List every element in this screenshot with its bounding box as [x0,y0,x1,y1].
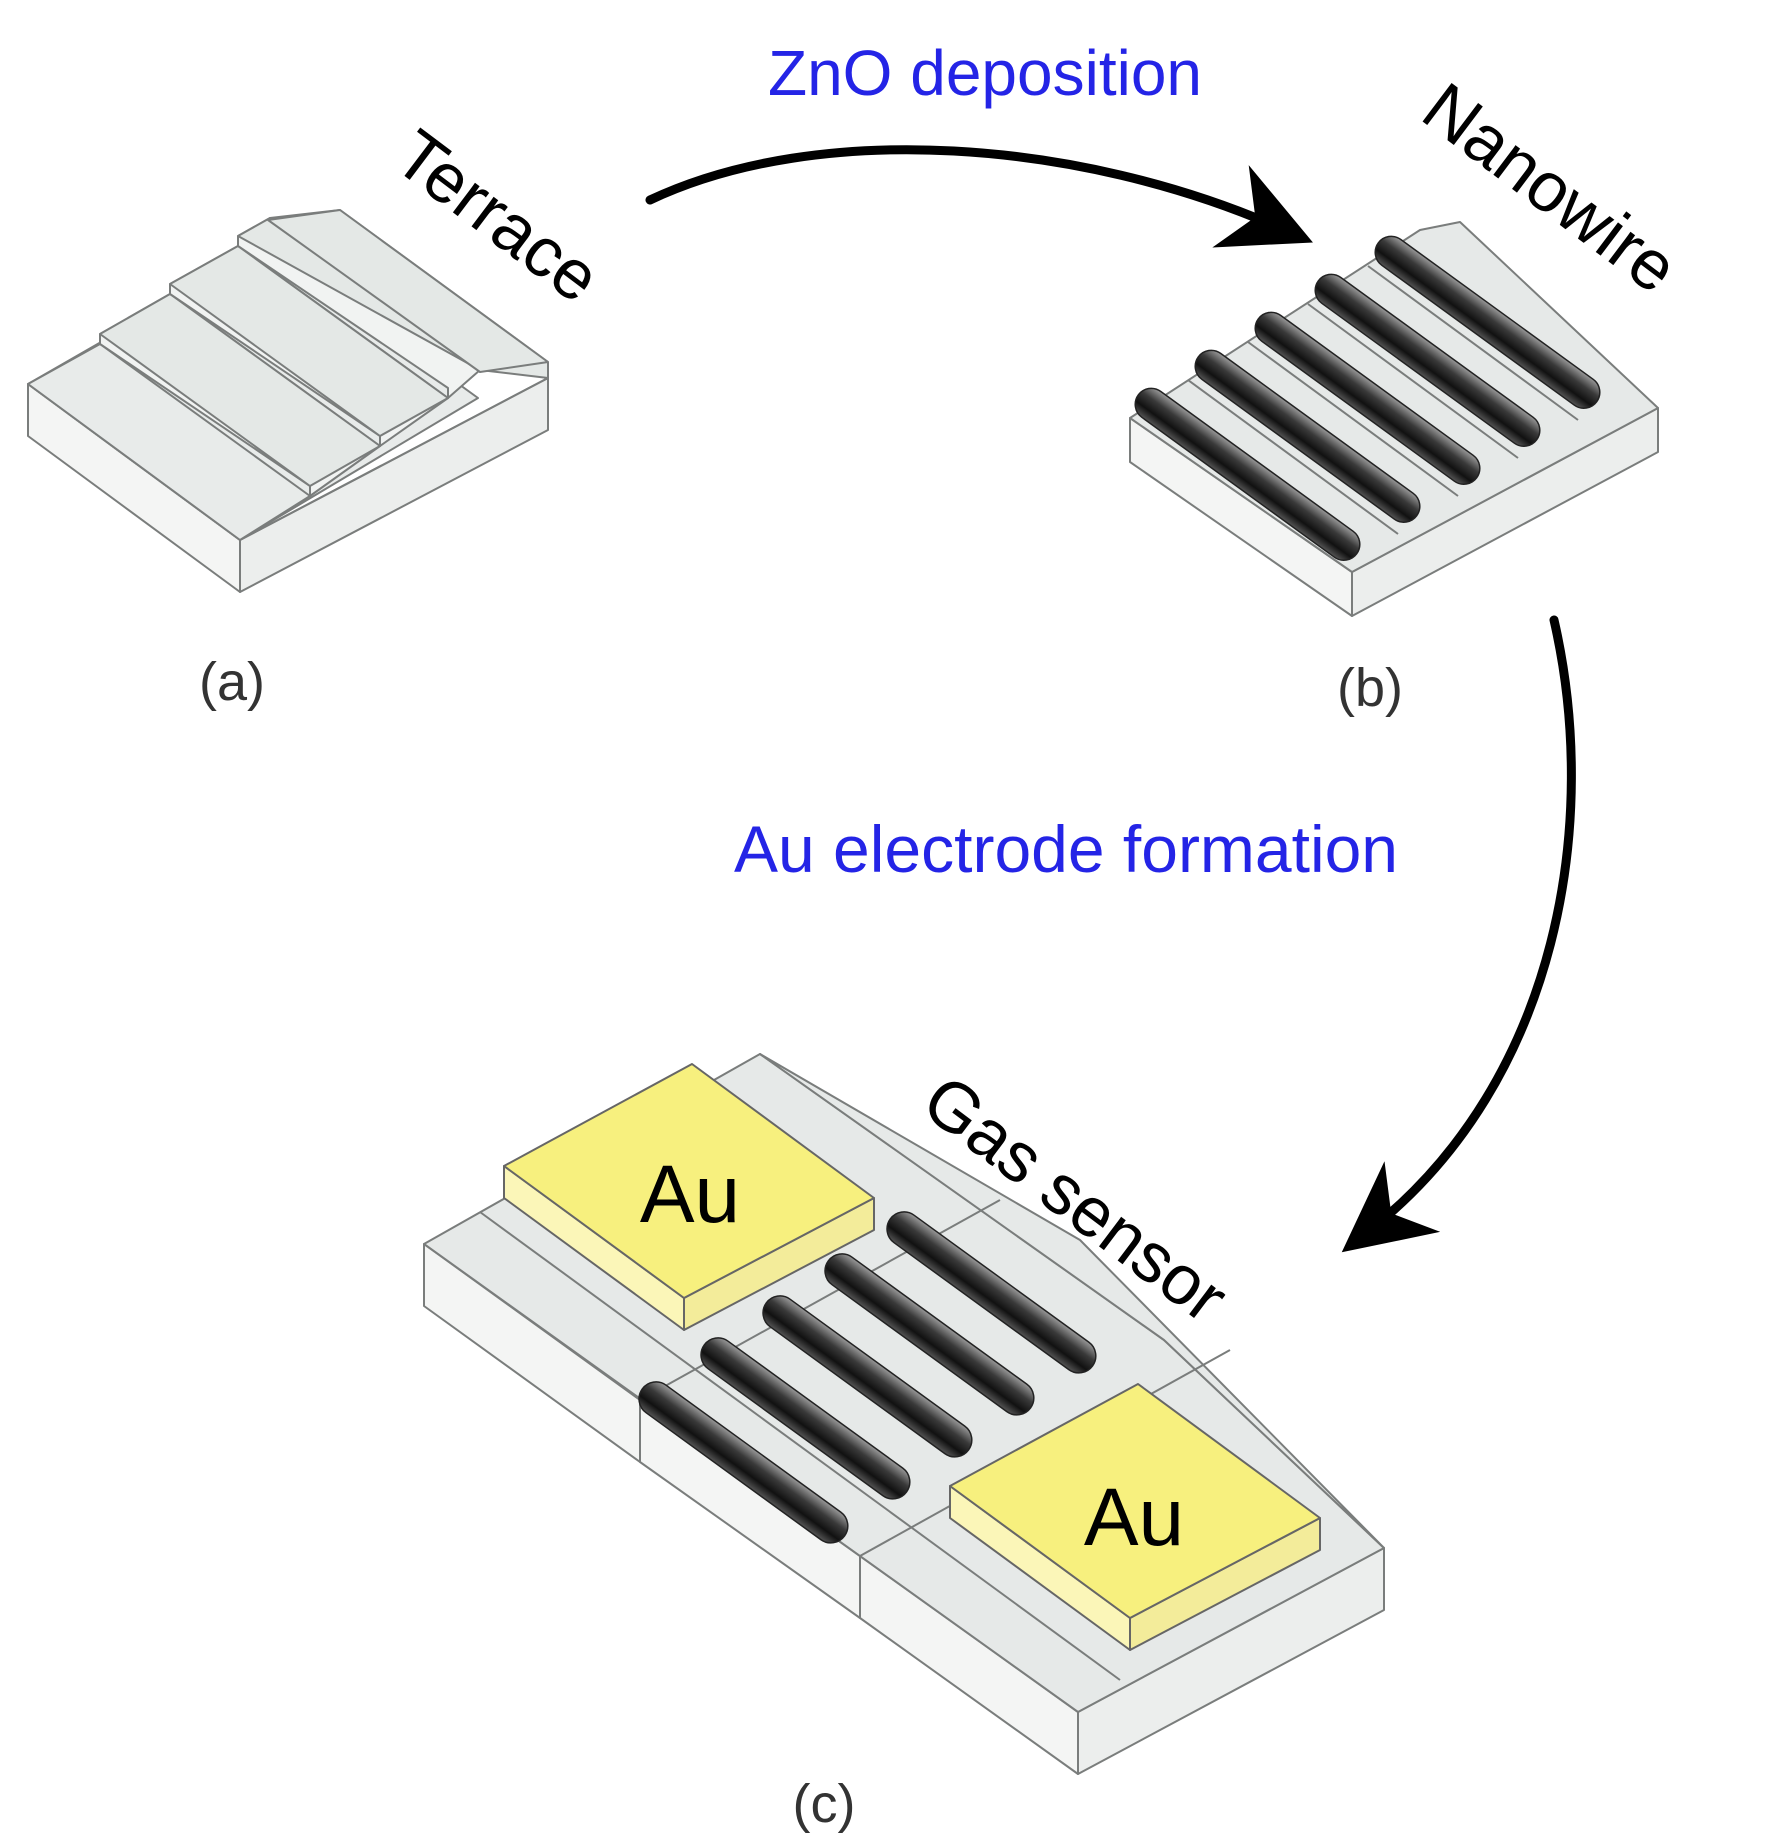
nanowire [886,1211,1097,1374]
nanowire [1134,387,1361,561]
arrow-au-electrode-formation [1341,615,1576,1253]
step-label-zno-deposition: ZnO deposition [768,37,1202,109]
arrow-zno-deposition [645,145,1313,248]
nanowire [1194,349,1421,523]
step-label-au-electrode-formation: Au electrode formation [734,812,1398,886]
au-electrode-left [503,1063,875,1331]
nanowire [638,1381,849,1544]
nanowires-b [1134,235,1601,561]
au-label-left: Au [640,1149,740,1240]
nanowires-c [638,1211,1097,1544]
nanowire [762,1295,973,1458]
au-label-right: Au [1084,1472,1184,1563]
panel-label-c: (c) [793,1774,856,1834]
panel-label-b: (b) [1337,658,1403,718]
au-electrode-right [949,1383,1321,1651]
nanowire [1314,273,1541,447]
nanowire [1374,235,1601,409]
panel-label-a: (a) [199,652,265,712]
nanowire [700,1337,911,1500]
nanowire [824,1253,1035,1416]
terrace-substrate [27,209,549,593]
nanowire [1254,311,1481,485]
